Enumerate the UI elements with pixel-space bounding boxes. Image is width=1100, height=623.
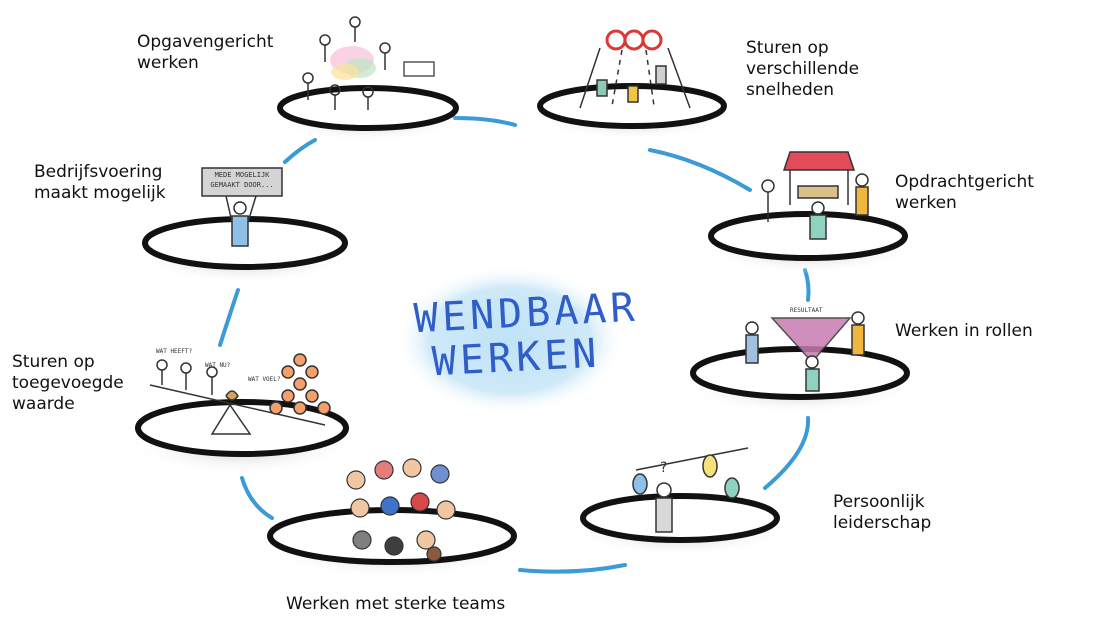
illustration-snelheden [579,29,691,109]
svg-text:?: ? [660,460,667,476]
label-bedrijfsvoering: Bedrijfsvoering maakt mogelijk [34,162,166,203]
label-sturen-snelheden: Sturen op verschillende snelheden [746,38,860,100]
illustration-opdrachtgericht [761,151,869,240]
platform-opdrachtgericht [703,211,913,274]
label-leiderschap: Persoonlijk leiderschap [833,492,932,533]
center-title-line2: WERKEN [430,330,602,386]
connector-3 [803,268,811,302]
center-title: WENDBAAR WERKEN [413,285,640,386]
illustration-teams [346,458,456,562]
sign-text: MEDE MOGELIJK GEMAAKT DOOR... [210,171,274,189]
illustration-leiderschap: ? [632,447,749,533]
platform-opgavengericht [273,85,463,142]
resultaat-text: RESULTAAT [790,307,823,314]
platform-sturen-snelheden [532,83,732,140]
label-toegevoegde-waarde: Sturen op toegevoegde waarde [12,352,124,414]
label-opdrachtgericht: Opdrachtgericht werken [895,172,1034,213]
platform-leiderschap [575,493,785,556]
connector-lines [218,116,811,574]
connector-2 [648,148,752,192]
connector-5 [518,563,627,574]
connector-6 [240,476,274,520]
label-opgavengericht: Opgavengericht werken [137,32,274,73]
platform-rollen [685,346,915,414]
what-for-1: WAT HEEFT? [156,348,193,355]
connector-7 [218,288,240,347]
illustration-toegevoegde-waarde [149,353,331,435]
label-rollen: Werken in rollen [895,321,1033,341]
illustration-bedrijfsvoering [201,167,283,247]
connector-8 [283,138,317,164]
illustration-opgavengericht [302,16,435,110]
connector-4 [763,416,811,490]
what-for-2: WAT NU? [205,362,231,369]
what-for-3: WAT VOEL? [248,376,281,383]
platform-bedrijfsvoering [137,216,353,284]
connector-1 [453,116,517,127]
label-teams: Werken met sterke teams [286,594,506,614]
center-cloud [395,265,625,415]
illustration-rollen [745,311,865,392]
